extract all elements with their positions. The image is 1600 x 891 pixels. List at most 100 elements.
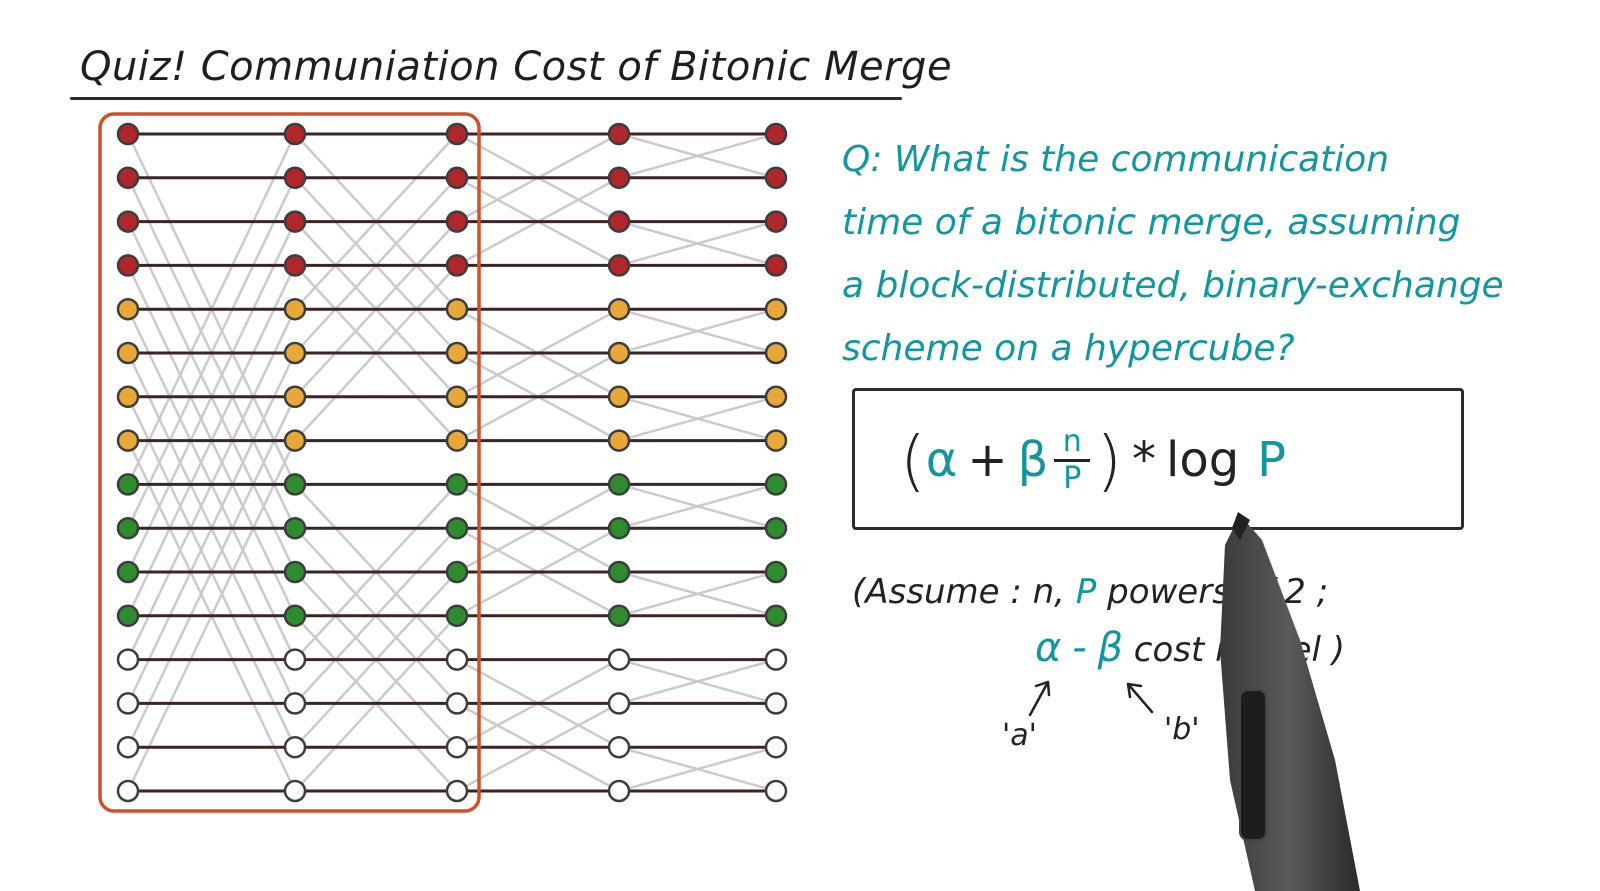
network-node [445,341,469,365]
network-node [764,385,788,409]
answer-formula: ( α + β n P ) * log P [900,410,1286,510]
network-node [283,254,307,277]
assume-prefix: (Assume : n, [852,572,1065,612]
exchange-link [618,570,777,618]
network-node [764,735,788,759]
network-node [607,385,631,409]
network-node [607,735,631,759]
network-node [764,692,788,715]
assume-suffix: powers of 2 ; [1107,572,1329,612]
network-node [116,166,140,190]
network-node [764,604,788,628]
exchange-link [618,132,777,180]
question-line-3: a block-distributed, binary-exchange [842,265,1504,306]
network-node [445,648,469,671]
model-alpha: α [1035,625,1062,671]
network-node [764,779,788,803]
network-node [116,341,140,365]
model-beta: β [1097,625,1123,671]
network-node [607,604,631,628]
network-node [445,122,469,146]
network-node [116,648,140,671]
network-node [116,297,140,321]
network-node [607,254,631,277]
network-node [283,516,307,540]
network-node [283,385,307,409]
pen-button [1239,689,1267,841]
network-node [445,385,469,409]
exchange-link [618,658,777,705]
network-node [764,516,788,540]
exchange-link [618,307,777,355]
network-node [283,297,307,321]
network-node [116,560,140,584]
network-node [445,516,469,540]
network-node [445,779,469,803]
assumption-note: (Assume : n, P powers of 2 ; [852,572,1328,612]
formula-alpha: α [925,432,958,488]
network-node [116,254,140,277]
network-node [116,604,140,628]
network-node [116,779,140,803]
network-node [445,473,469,496]
network-node [116,385,140,409]
formula-fraction: n P [1054,424,1091,496]
network-node [764,210,788,233]
network-node [607,429,631,452]
arrow-to-beta [1126,682,1154,714]
exchange-link [618,395,777,442]
network-node [764,429,788,452]
formula-log: log [1166,432,1240,488]
network-node [283,210,307,233]
label-a: 'a' [1002,718,1037,753]
network-node [607,516,631,540]
exchange-link [618,220,777,267]
formula-plus: + [967,432,1008,488]
network-node [445,297,469,321]
network-node [283,735,307,759]
network-node [283,648,307,671]
network-node [607,210,631,233]
network-node [283,692,307,715]
network-node [116,516,140,540]
page-title: Quiz! Communiation Cost of Bitonic Merge [80,44,953,90]
network-node [445,735,469,759]
network-node [607,122,631,146]
bitonic-merge-network [98,112,788,813]
formula-fraction-bar [1054,458,1091,462]
network-node [445,166,469,190]
network-node [283,473,307,496]
network-node [283,429,307,452]
network-node [116,122,140,146]
network-node [764,166,788,190]
exchange-link [618,483,777,530]
network-node [607,166,631,190]
network-node [445,429,469,452]
label-b: 'b' [1164,712,1200,747]
network-node [607,560,631,584]
network-node [607,692,631,715]
formula-log-arg: P [1257,432,1287,488]
network-node [283,122,307,146]
network-node [607,648,631,671]
network-node [116,692,140,715]
question-line-4: scheme on a hypercube? [842,328,1295,369]
network-node [116,473,140,496]
network-node [445,604,469,628]
network-node [283,560,307,584]
network-node [764,254,788,277]
network-node [283,166,307,190]
formula-close-paren: ) [1096,421,1122,499]
assume-p: P [1075,572,1097,612]
formula-open-paren: ( [900,421,926,499]
network-node [764,297,788,321]
network-node [764,473,788,496]
network-node [116,210,140,233]
pen-tip [1232,512,1250,540]
network-node [764,341,788,365]
network-node [764,122,788,146]
network-node [445,692,469,715]
network-node [607,341,631,365]
